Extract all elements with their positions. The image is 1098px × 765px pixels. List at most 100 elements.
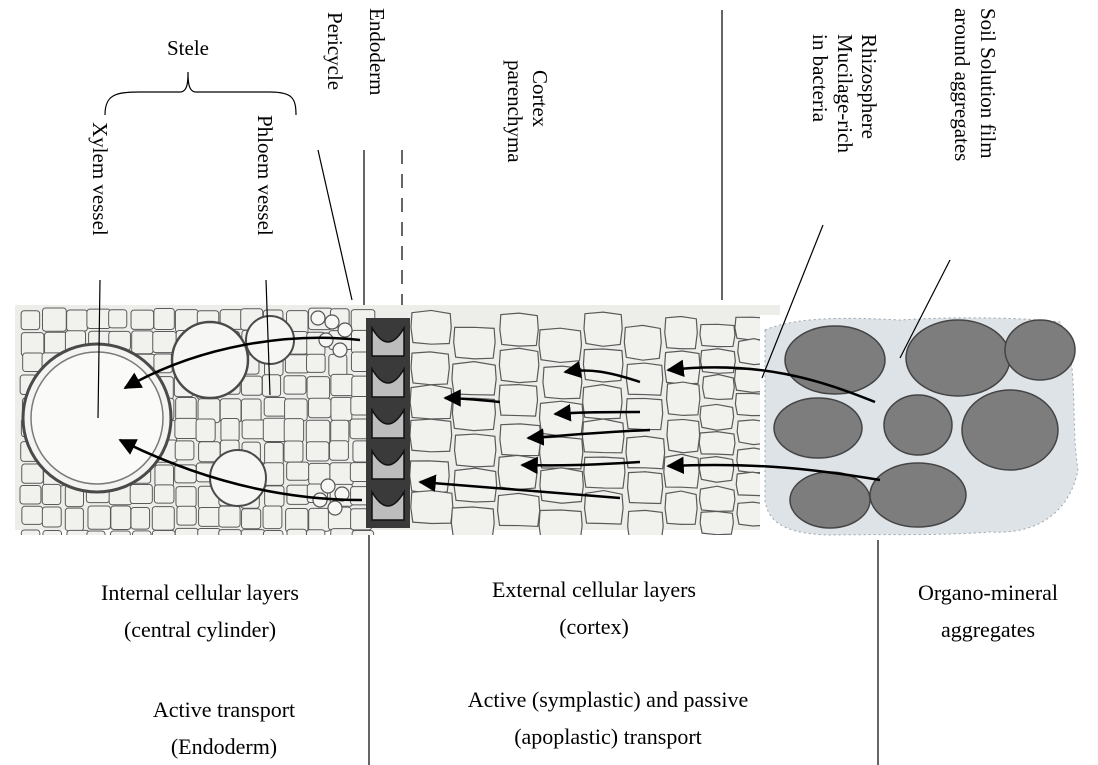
stele-cell xyxy=(154,308,174,329)
stele-cell xyxy=(265,486,284,507)
cortex-cell xyxy=(499,385,538,417)
xylem-vessel-label: Xylem vessel xyxy=(88,122,112,236)
internal-layers-label-2: (central cylinder) xyxy=(124,617,276,642)
mixed-transport-label-1: Active (symplastic) and passive xyxy=(468,687,748,712)
stele-cell xyxy=(67,530,90,549)
stele-cell xyxy=(306,442,328,461)
endoderm-label: Endoderm xyxy=(365,8,389,95)
stele-cell xyxy=(284,441,303,462)
stele-cell xyxy=(241,530,265,548)
cortex-label-2: parenchyma xyxy=(503,60,527,163)
aggregate xyxy=(870,463,966,527)
cortex-cell xyxy=(540,401,584,436)
stele-cell xyxy=(331,420,349,443)
stele-cell xyxy=(87,309,111,328)
cortex-cell xyxy=(699,457,733,483)
stele-cell xyxy=(43,308,67,331)
rhizosphere-label-3: in bacteria xyxy=(808,34,832,123)
stele-cell xyxy=(219,530,242,551)
stele-cell xyxy=(198,529,221,550)
cortex-cell xyxy=(500,424,541,456)
cortex-cell xyxy=(700,404,734,430)
pericycle-cell xyxy=(333,343,347,357)
stele-cell xyxy=(287,529,307,551)
cortex-cell xyxy=(500,313,538,346)
cortex-cell xyxy=(701,349,736,374)
cortex-cell xyxy=(499,348,538,382)
stele-cell xyxy=(21,311,40,330)
cortex-cell xyxy=(498,493,540,526)
cortex-cell xyxy=(540,468,583,503)
stele-cell xyxy=(132,331,153,354)
pericycle-label: Pericycle xyxy=(323,12,347,90)
rhizosphere-label-2: Mucilage-rich xyxy=(833,34,857,153)
pericycle-cell xyxy=(321,479,335,493)
stele-cell xyxy=(111,506,131,530)
cortex-cell xyxy=(667,419,700,452)
stele-cell xyxy=(284,376,306,394)
pericycle-cell xyxy=(338,323,352,337)
aggregate xyxy=(1005,320,1075,380)
phloem-vessel-label: Phloem vessel xyxy=(253,115,277,236)
cortex-cell xyxy=(410,461,449,494)
stele-cell xyxy=(286,509,308,532)
stele-cell xyxy=(306,420,330,444)
endoderm-band xyxy=(366,318,410,528)
soil-film-label-2: around aggregates xyxy=(950,8,974,161)
stele-cell xyxy=(42,484,61,504)
cortex-cell xyxy=(411,491,453,524)
soil-film-label-1: Soil Solution film xyxy=(976,8,1000,159)
stele-cell xyxy=(308,398,330,418)
stele-cell xyxy=(309,508,330,531)
stele-cell xyxy=(352,530,374,553)
stele-cell xyxy=(110,531,130,551)
stele-brace xyxy=(105,72,296,115)
pericycle-cell xyxy=(328,501,342,515)
stele-cell xyxy=(175,528,198,546)
stele-cell xyxy=(196,419,215,442)
aggregate xyxy=(785,326,885,394)
cortex-cell xyxy=(582,419,623,453)
aggregate xyxy=(774,398,862,458)
cortex-label-1: Cortex xyxy=(528,70,552,128)
cortex-cell xyxy=(700,486,735,511)
stele-cell xyxy=(130,484,152,503)
cortex-cell xyxy=(451,507,494,539)
cortex-cell xyxy=(703,374,735,399)
xylem-vessel-shape xyxy=(23,344,171,492)
cortex-cell xyxy=(665,317,698,349)
stele-cell xyxy=(152,507,174,531)
pericycle-cell xyxy=(313,493,327,507)
aggregate xyxy=(884,395,952,455)
stele-cell xyxy=(131,310,154,329)
cortex-cell xyxy=(411,310,451,344)
stele-cell xyxy=(133,531,151,553)
stele-cell xyxy=(241,399,261,423)
stele-cell xyxy=(88,506,110,529)
aggregate xyxy=(790,472,870,528)
cortex-cell xyxy=(410,385,452,419)
aggregate xyxy=(906,320,1010,396)
stele-cell xyxy=(284,419,303,442)
cortex-cell xyxy=(411,352,449,385)
stele-cell xyxy=(155,465,174,487)
active-transport-label-2: (Endoderm) xyxy=(171,734,277,759)
cortex-cell xyxy=(628,472,663,504)
cortex-cell xyxy=(699,432,735,455)
root-section xyxy=(15,305,1098,554)
stele-cell xyxy=(152,531,175,550)
external-layers-label-1: External cellular layers xyxy=(492,577,696,602)
cortex-cell xyxy=(626,436,665,468)
stele-cell xyxy=(131,508,150,530)
cortex-cell xyxy=(452,362,496,395)
stele-cell xyxy=(175,441,194,460)
stele-cell xyxy=(329,354,347,376)
stele-cell xyxy=(330,441,349,460)
pericycle-leader xyxy=(318,150,352,300)
soil-region xyxy=(760,315,1098,535)
cortex-cell xyxy=(454,327,495,359)
stele-cell xyxy=(176,398,197,421)
active-transport-label-1: Active transport xyxy=(153,697,295,722)
stele-label: Stele xyxy=(167,36,209,60)
stele-cell xyxy=(331,529,354,549)
